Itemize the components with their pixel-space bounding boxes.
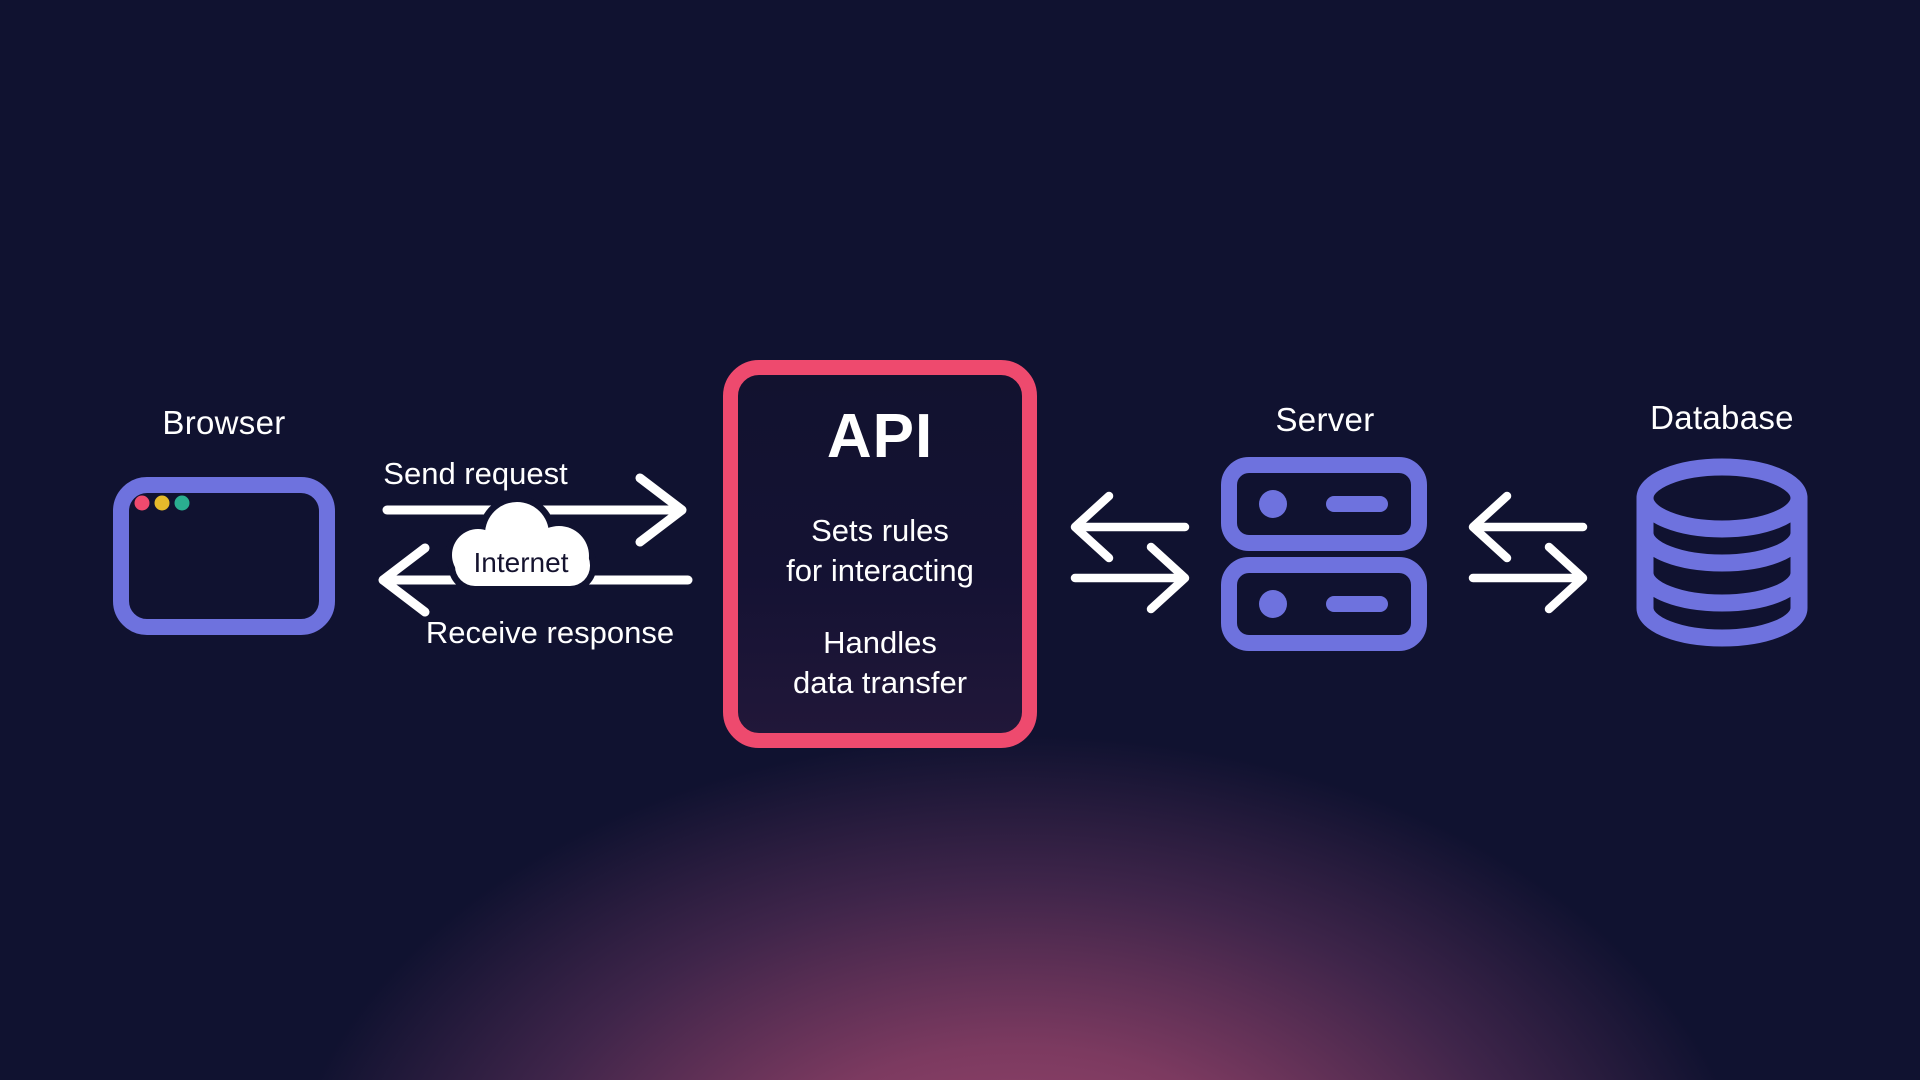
api-desc-rules: Sets rules for interacting <box>786 511 974 591</box>
api-desc-transfer-line2: data transfer <box>792 665 968 700</box>
internet-cloud-icon <box>445 495 597 593</box>
traffic-dot-yellow <box>154 495 170 511</box>
api-desc-rules-line2: for interacting <box>786 553 974 588</box>
traffic-dot-teal <box>174 495 190 511</box>
api-desc-transfer-line1: Handles <box>823 625 937 660</box>
send-request-label: Send request <box>383 456 568 491</box>
exchange-arrows-server-database-icon <box>1468 491 1588 614</box>
traffic-dot-red <box>134 495 150 511</box>
api-desc-rules-line1: Sets rules <box>811 513 949 548</box>
server-icon <box>1221 457 1427 651</box>
database-label: Database <box>1650 399 1794 436</box>
api-title: API <box>826 402 934 471</box>
database-icon <box>1636 458 1808 647</box>
exchange-arrows-api-server-icon <box>1070 491 1190 614</box>
browser-frame <box>113 477 335 635</box>
request-response-arrows-icon <box>378 473 693 617</box>
browser-label: Browser <box>162 404 286 441</box>
receive-response-label: Receive response <box>425 615 675 650</box>
server-label: Server <box>1275 401 1375 438</box>
api-desc-transfer: Handles data transfer <box>793 623 967 703</box>
api-box: API Sets rules for interacting Handles d… <box>723 360 1037 748</box>
internet-label: Internet <box>473 547 569 578</box>
browser-window-icon <box>113 477 335 635</box>
